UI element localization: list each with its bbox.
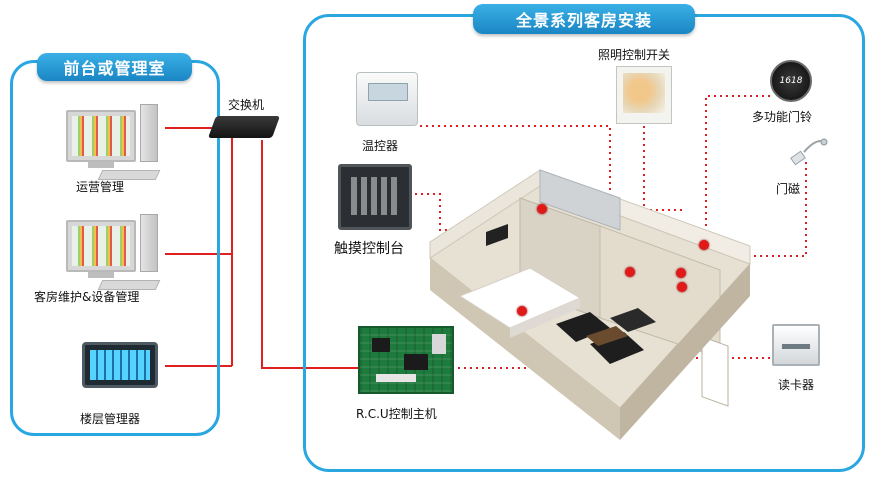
card-reader-icon — [772, 324, 820, 366]
network-switch-icon — [207, 116, 281, 138]
circuit-board-icon — [358, 326, 454, 394]
door-sensor-point — [676, 268, 686, 278]
doorbell-icon: 1618 — [770, 60, 812, 102]
front-desk-title: 前台或管理室 — [37, 53, 192, 81]
door-sensor-label: 门磁 — [776, 182, 801, 196]
dotted-console — [415, 193, 459, 296]
thermostat-point — [537, 204, 547, 214]
card-reader-point — [677, 282, 687, 292]
desktop-computer-icon — [66, 214, 166, 290]
doorbell-point — [699, 240, 709, 250]
doorbell-number: 1618 — [779, 76, 803, 86]
card-reader-label: 读卡器 — [778, 378, 815, 392]
light-switch-icon — [616, 66, 672, 124]
desktop-computer-icon — [66, 104, 166, 180]
switch-label: 交换机 — [228, 98, 265, 112]
maintenance-label: 客房维护&设备管理 — [34, 290, 140, 304]
touch-panel-icon — [82, 342, 158, 388]
light-point — [625, 267, 635, 277]
floor-manager-label: 楼层管理器 — [80, 412, 141, 426]
thermostat-label: 温控器 — [362, 139, 399, 153]
lighting-switch-label: 照明控制开关 — [598, 48, 671, 62]
thermostat-icon — [356, 72, 418, 126]
operations-label: 运营管理 — [76, 180, 125, 194]
touch-console-icon — [338, 164, 412, 230]
touch-console-label: 触摸控制台 — [334, 241, 404, 257]
doorbell-label: 多功能门铃 — [752, 110, 813, 124]
line-switch-to-rcu — [261, 140, 360, 369]
console-point — [517, 306, 527, 316]
guest-room-title: 全景系列客房安装 — [473, 4, 695, 34]
rcu-label: R.C.U控制主机 — [356, 407, 437, 421]
room-illustration — [429, 169, 751, 440]
door-sensor-icon — [790, 138, 828, 166]
